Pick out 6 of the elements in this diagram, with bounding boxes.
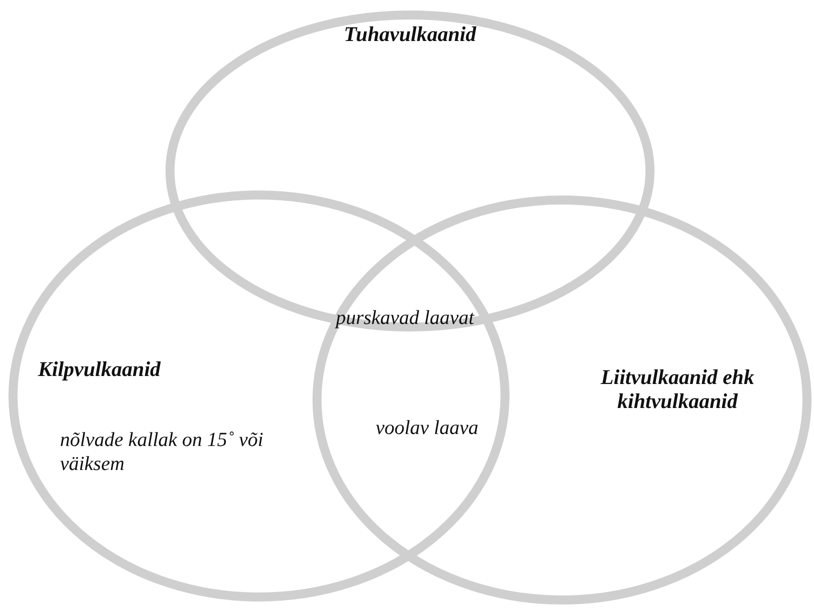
category-heading: Kilpvulkaanid <box>38 357 162 381</box>
description-text: nõlvade kallak on 15˚ või väiksem <box>60 428 264 476</box>
region-label: purskavad laavat <box>335 306 475 330</box>
category-heading: Liitvulkaanid ehk kihtvulkaanid <box>600 365 756 413</box>
region-label: voolav laava <box>374 416 480 440</box>
category-heading: Tuhavulkaanid <box>342 22 478 46</box>
